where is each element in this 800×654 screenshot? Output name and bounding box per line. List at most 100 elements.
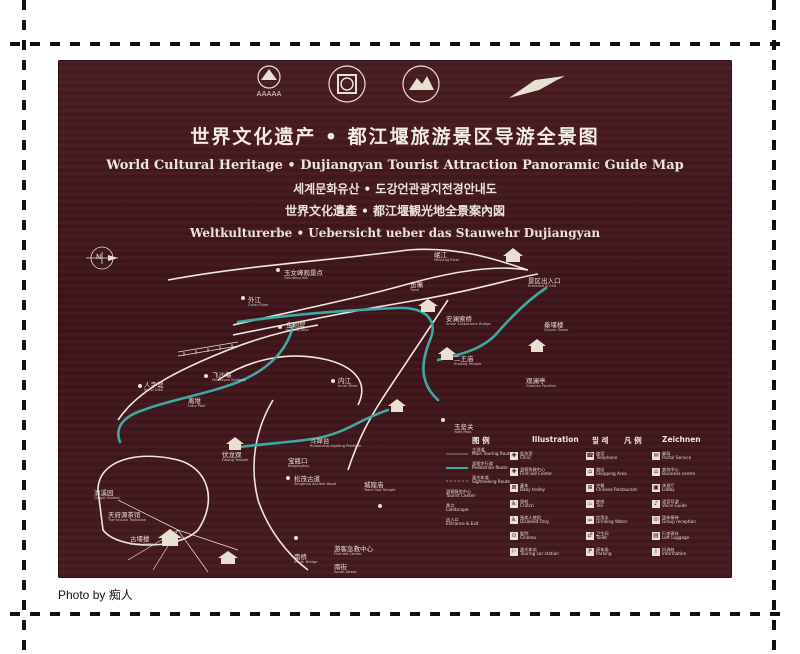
parking-icon: P bbox=[586, 548, 594, 557]
post-icon: ✉ bbox=[652, 452, 660, 461]
frame-dash-left bbox=[22, 0, 26, 654]
tourism-logo bbox=[502, 72, 572, 100]
restaurant-icon: ⊞ bbox=[586, 484, 594, 493]
frame-dash-top bbox=[10, 42, 790, 46]
tour-route-main bbox=[236, 306, 440, 402]
river-outline-inner bbox=[232, 273, 539, 336]
shop-icon: ⌂ bbox=[586, 468, 594, 477]
river-outline-outer bbox=[232, 267, 529, 326]
temple-icon bbox=[158, 529, 182, 546]
compass-north-label: N bbox=[96, 253, 102, 261]
frame-dash-right bbox=[772, 0, 776, 654]
crutch-icon: ♿ bbox=[510, 500, 518, 509]
title-chinese: 世界文化遗产 • 都江堰旅游景区导游全景图 bbox=[190, 126, 600, 148]
tour-route-east bbox=[436, 286, 548, 362]
group-reception-icon: ☏ bbox=[652, 516, 660, 525]
tourism-emblem-icon bbox=[509, 76, 565, 98]
legend-header-ko: 필 례 bbox=[592, 436, 609, 445]
river-outline-east bbox=[347, 299, 449, 471]
temple-icon bbox=[388, 399, 406, 412]
title-japanese: 世界文化遺產 • 都江堰観光地全景案內図 bbox=[284, 204, 506, 218]
legend-header-ja: 凡 例 bbox=[624, 436, 642, 445]
aaaaa-logo: AAAAA bbox=[244, 64, 294, 98]
tour-route-south bbox=[231, 408, 390, 450]
compass-icon bbox=[86, 246, 118, 270]
temple-icon bbox=[438, 347, 456, 360]
luggage-icon: ▤ bbox=[652, 532, 660, 541]
first-aid-icon: ✚ bbox=[510, 468, 518, 477]
map-drawing bbox=[86, 246, 548, 573]
river-outline-bend bbox=[217, 355, 363, 406]
temple-icons bbox=[158, 248, 546, 564]
clinic-icon: ✚ bbox=[510, 452, 518, 461]
wood-grain bbox=[58, 60, 732, 578]
baby-trolley-icon: ⊠ bbox=[510, 484, 518, 493]
world-heritage-emblem-icon bbox=[328, 65, 366, 103]
river-outline-west bbox=[117, 324, 319, 421]
river-outline-north bbox=[167, 248, 529, 281]
toilet-icon: ♂ bbox=[586, 532, 594, 541]
temple-icon bbox=[226, 437, 244, 450]
temple-icon bbox=[528, 339, 546, 352]
business-icon: ⌂ bbox=[652, 468, 660, 477]
temple-icon bbox=[218, 551, 238, 564]
title-korean: 세계문화유산 • 도강언관광지전경안내도 bbox=[293, 182, 497, 196]
old-town-loop bbox=[97, 455, 210, 546]
frame-dash-bottom bbox=[10, 612, 790, 616]
location-dots bbox=[138, 268, 445, 540]
cinema-icon: ⊙ bbox=[510, 532, 518, 541]
title-german: Weltkulturerbe • Uebersicht ueber das St… bbox=[189, 226, 601, 240]
geopark-logo bbox=[396, 64, 446, 104]
nanqiao-bridge-rays bbox=[117, 499, 239, 573]
touring-car-icon: ⚐ bbox=[510, 548, 518, 557]
legend-header-de: Zeichnen bbox=[662, 435, 701, 444]
legend-header-cn: 图 例 bbox=[472, 436, 490, 445]
guide-map-board: AAAAA 世界文化遗产 • 都江堰旅游景区导游全景图 World Cultur… bbox=[58, 60, 732, 578]
photo-credit: Photo by 痴人 bbox=[58, 588, 133, 602]
drinking-water-icon: ☕ bbox=[586, 516, 594, 525]
voice-guide-icon: ♪ bbox=[652, 500, 660, 509]
tour-route-dike bbox=[117, 323, 295, 444]
